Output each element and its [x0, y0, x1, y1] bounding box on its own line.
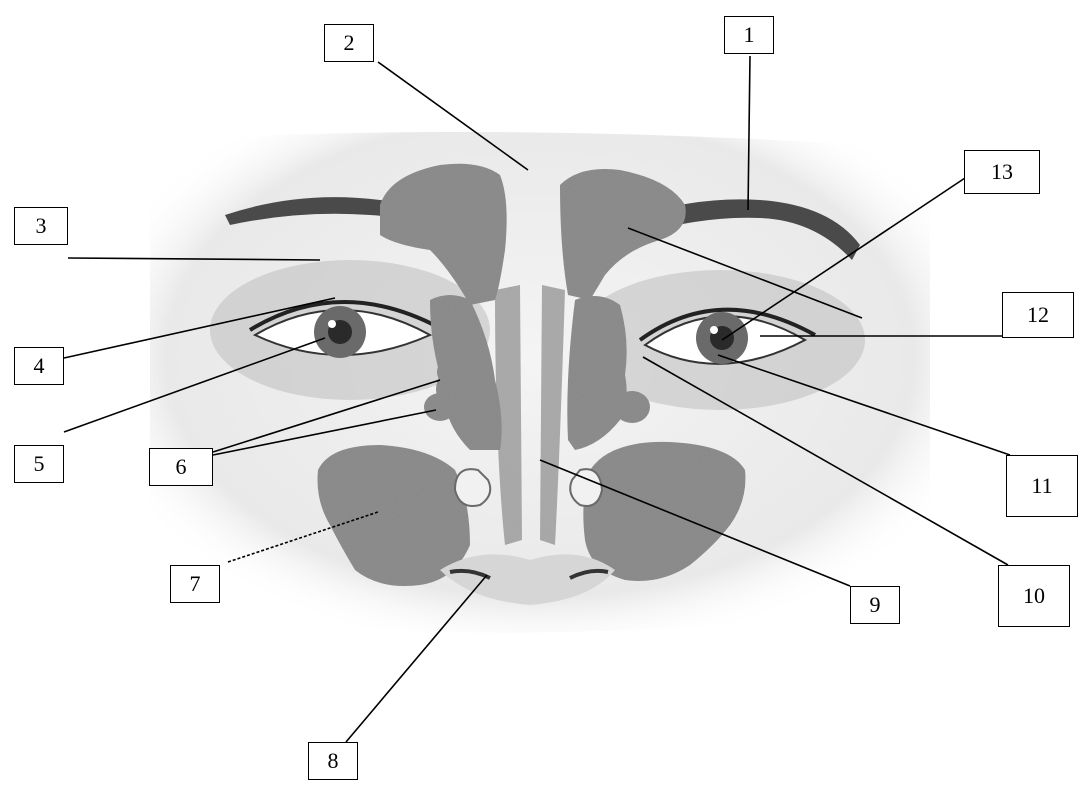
label-box-7: 7 [170, 565, 220, 603]
cell-right-lower [424, 393, 456, 421]
label-box-1: 1 [724, 16, 774, 54]
label-box-11: 11 [1006, 455, 1078, 517]
label-box-13: 13 [964, 150, 1040, 194]
cell-left-lower [614, 391, 650, 423]
label-box-5: 5 [14, 445, 64, 483]
label-box-4: 4 [14, 347, 64, 385]
label-box-9: 9 [850, 586, 900, 624]
cell-right-upper [437, 356, 473, 388]
label-box-8: 8 [308, 742, 358, 780]
label-box-10: 10 [998, 565, 1070, 627]
cell-left-upper [587, 354, 623, 390]
label-box-12: 12 [1002, 292, 1074, 338]
label-box-2: 2 [324, 24, 374, 62]
label-box-6: 6 [149, 448, 213, 486]
label-box-3: 3 [14, 207, 68, 245]
